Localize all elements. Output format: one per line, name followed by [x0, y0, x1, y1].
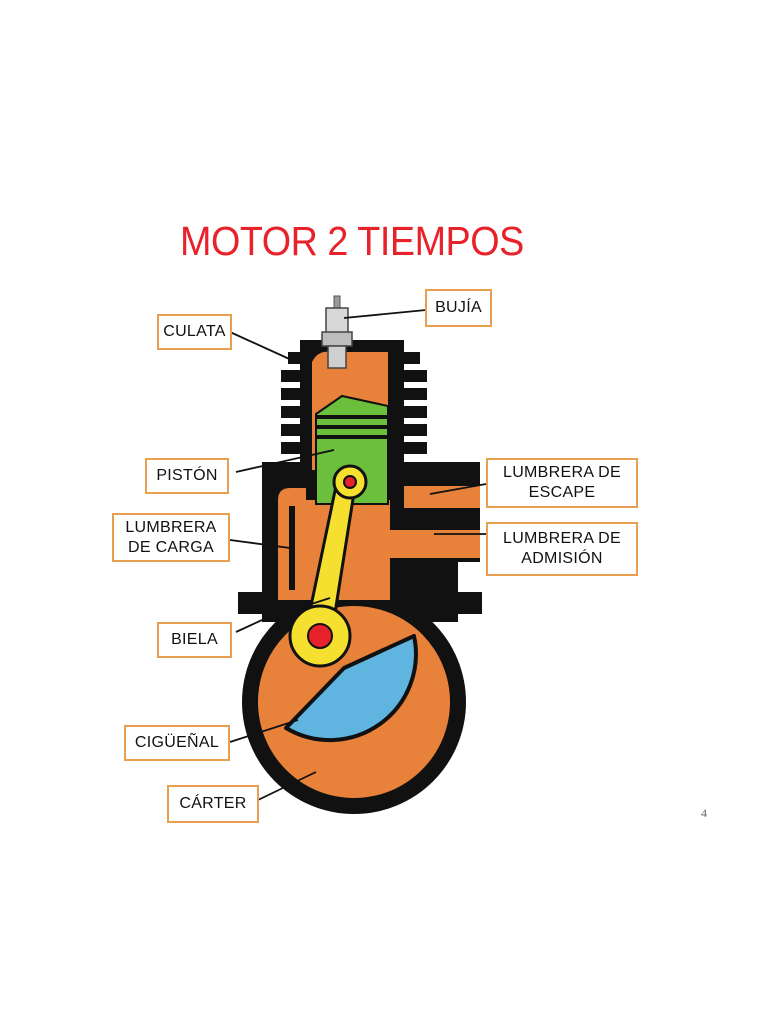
spark-plug [321, 295, 353, 369]
label-biela: BIELA [157, 622, 232, 658]
label-lumbrera-carga: LUMBRERA DE CARGA [112, 513, 230, 562]
label-ciguenal: CIGÜEÑAL [124, 725, 230, 761]
label-culata: CULATA [157, 314, 232, 350]
diagram-title: MOTOR 2 TIEMPOS [180, 218, 524, 264]
label-bujia: BUJÍA [425, 289, 492, 327]
label-piston: PISTÓN [145, 458, 229, 494]
crankshaft-counterweight [284, 634, 418, 743]
leader-lines [229, 309, 487, 801]
label-lumbrera-admision: LUMBRERA DE ADMISIÓN [486, 522, 638, 576]
label-carter: CÁRTER [167, 785, 259, 823]
label-lumbrera-escape: LUMBRERA DE ESCAPE [486, 458, 638, 508]
connecting-rod [288, 464, 368, 668]
page-number: 4 [701, 806, 707, 820]
